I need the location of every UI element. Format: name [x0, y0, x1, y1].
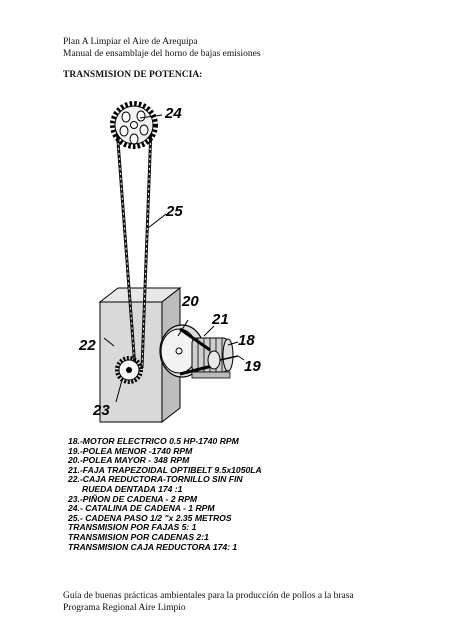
power-transmission-diagram: 24 25 20 21 18 19 22 23 [78, 101, 261, 424]
chain-pinion [115, 356, 143, 384]
chain-sprocket-large [110, 101, 158, 149]
header-title: Plan A Limpiar el Aire de Arequipa [63, 37, 198, 47]
callout-19: 19 [244, 358, 261, 375]
v-belt [179, 327, 213, 376]
small-pulley [207, 350, 239, 370]
callout-20: 20 [181, 293, 199, 310]
callout-18: 18 [238, 332, 255, 349]
legend-item: 24.- CATALINA DE CADENA - 1 RPM [68, 503, 215, 514]
legend-item: 25.- CADENA PASO 1/2 "x 2.35 METROS [68, 512, 232, 523]
footer-guide-title: Guía de buenas prácticas ambientales par… [63, 591, 354, 601]
footer-program: Programa Regional Aire Limpio [63, 603, 186, 613]
legend-item: 22.-CAJA REDUCTORA-TORNILLO SIN FIN [68, 474, 243, 485]
legend-item: TRANSMISION CAJA REDUCTORA 174: 1 [68, 541, 238, 552]
parts-legend: 18.-MOTOR ELECTRICO 0.5 HP-1740 RPM 19.-… [60, 432, 288, 570]
legend-item: 19.-POLEA MENOR -1740 RPM [68, 445, 193, 456]
callout-24: 24 [164, 105, 182, 122]
legend-item: TRANSMISION POR FAJAS 5: 1 [68, 522, 197, 533]
header-subtitle: Manual de ensamblaje del horno de bajas … [63, 49, 261, 59]
legend-item: RUEDA DENTADA 174 :1 [82, 483, 183, 494]
callout-25: 25 [165, 203, 183, 220]
legend-item: 18.-MOTOR ELECTRICO 0.5 HP-1740 RPM [68, 436, 239, 446]
legend-item: 23.-PIÑON DE CADENA - 2 RPM [68, 493, 198, 504]
legend-item: TRANSMISION POR CADENAS 2:1 [68, 531, 209, 542]
legend-item: 20.-POLEA MAYOR - 348 RPM [68, 455, 190, 466]
leader-lines [103, 114, 245, 403]
legend-item: 21.-FAJA TRAPEZOIDAL OPTIBELT 9.5x1050LA [68, 464, 262, 475]
callout-23: 23 [92, 402, 110, 419]
section-title: TRANSMISION DE POTENCIA: [63, 70, 203, 80]
chain [115, 127, 153, 369]
callout-21: 21 [211, 311, 229, 328]
callout-22: 22 [78, 337, 96, 354]
